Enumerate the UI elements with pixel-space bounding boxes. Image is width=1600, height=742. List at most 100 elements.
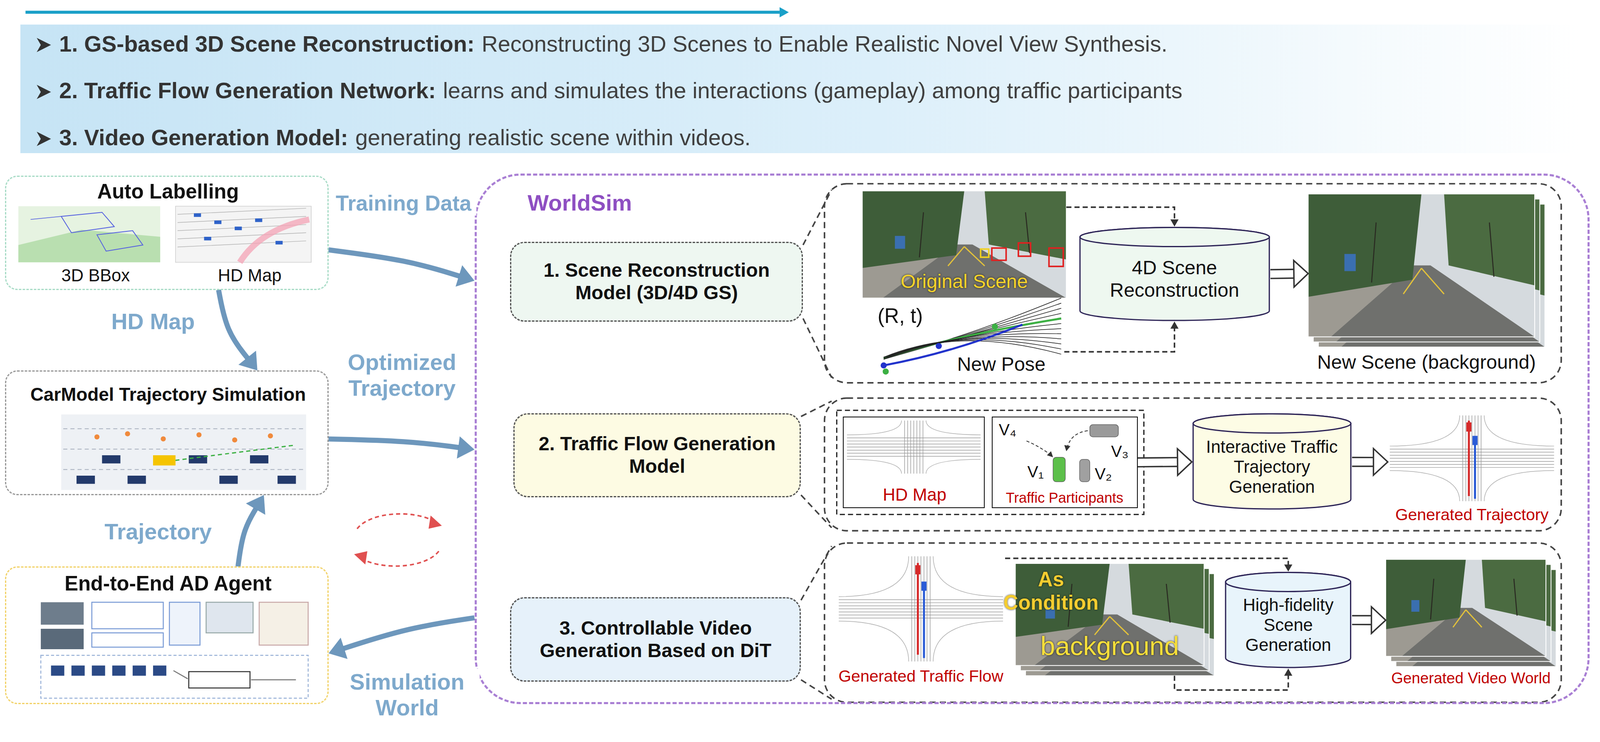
arrow-shaft — [237, 508, 256, 567]
arrow-shaft — [328, 249, 460, 276]
arrow-head — [1293, 260, 1309, 288]
map-curve — [926, 420, 981, 435]
camera-image — [40, 628, 84, 649]
banner-text: learns and simulates the interactions (g… — [443, 77, 1183, 104]
map-curve — [1389, 415, 1460, 446]
lane-car — [101, 455, 121, 464]
vehicle-box — [193, 213, 201, 218]
pose-plot: (R, t)New Pose — [875, 302, 1065, 380]
labelling-box: Auto Labelling3D BBoxHD Map — [4, 175, 329, 290]
cylinder-text: 4D Scene Reconstruction — [1086, 256, 1263, 302]
ground-patch — [18, 229, 161, 263]
frame-stack: Generated Video World — [1385, 559, 1557, 667]
agent-figure — [40, 601, 309, 699]
row-panel — [824, 183, 1562, 383]
map-lane — [1389, 467, 1555, 468]
bullet-arrow — [36, 131, 51, 146]
map-lane — [847, 455, 981, 457]
arrow-outline — [1352, 456, 1375, 468]
condition-label: As Condition — [998, 567, 1105, 615]
caption: 3D BBox — [16, 265, 175, 286]
text-slot: 3D BBox — [16, 265, 175, 286]
text-slot: V₂ — [1094, 464, 1122, 483]
cycle-symbol — [354, 513, 442, 566]
pose-dot — [882, 368, 890, 375]
summary-banner: 1. GS-based 3D Scene Reconstruction:Reco… — [20, 24, 1582, 154]
detect-box — [991, 247, 1006, 261]
feature-block — [51, 665, 65, 676]
planner-block — [188, 671, 251, 688]
label-slot: As Condition — [998, 567, 1105, 615]
module-block — [259, 601, 309, 645]
scene-photo: Original Scene — [862, 190, 1067, 299]
map-lane — [838, 614, 1004, 615]
arrow-head — [1284, 564, 1293, 572]
planned-path — [175, 444, 296, 461]
lane-mark — [948, 246, 965, 266]
caption: Original Scene — [862, 270, 1067, 293]
labelling-images — [18, 205, 312, 263]
lane-car — [76, 475, 95, 484]
text-slot: New Pose — [957, 353, 1065, 376]
box-title: CarModel Trajectory Simulation — [6, 383, 330, 406]
module-label: 1. Scene Reconstruction Model (3D/4D GS) — [510, 241, 803, 322]
cylinder-body — [1225, 572, 1351, 668]
photo-frame — [1385, 559, 1546, 657]
cycle-head — [354, 551, 368, 565]
feature-block — [112, 665, 126, 676]
module-frame — [40, 655, 309, 699]
map-figure — [1387, 413, 1557, 503]
label-slot: Trajectory — [91, 518, 225, 545]
module-block — [91, 632, 164, 647]
caption: HD Map — [843, 484, 986, 505]
map-ground — [1387, 413, 1557, 503]
map-curve — [1484, 470, 1555, 502]
agent-box: End-to-End AD Agent — [4, 566, 329, 704]
vehicle-box — [275, 240, 283, 245]
edge-label: Simulation World — [334, 668, 480, 721]
map-lane — [847, 452, 981, 454]
arrow-head — [238, 350, 258, 371]
flow-arrow — [328, 617, 475, 659]
trees — [1443, 193, 1535, 286]
route-band — [239, 219, 310, 263]
label-slot: HD Map — [101, 308, 204, 335]
edge-label: Optimized Trajectory — [332, 349, 472, 401]
map-lane — [1471, 415, 1472, 501]
map-curve — [933, 621, 1004, 662]
text-slot: New Scene (background) — [1300, 351, 1553, 374]
cycle-arc — [356, 513, 437, 529]
model-cylinder: High-fidelity Scene Generation — [1224, 571, 1353, 669]
map-lane — [177, 232, 307, 239]
lane-mark — [1403, 268, 1422, 295]
map-curve — [847, 459, 902, 474]
caption: background — [1025, 630, 1194, 662]
arrow-shaft — [1005, 558, 1289, 565]
map-lane — [1389, 463, 1555, 465]
camera-image — [40, 601, 84, 625]
zoom-bracket — [800, 401, 832, 417]
top-rule — [25, 10, 780, 14]
cylinder-body — [1193, 413, 1351, 510]
row-panels — [800, 183, 1561, 703]
zoom-bracket — [802, 189, 832, 245]
caption: HD Map — [174, 265, 325, 286]
trunk — [1430, 578, 1435, 620]
banner-text: Reconstructing 3D Scenes to Enable Reali… — [481, 30, 1168, 57]
trunk — [1489, 222, 1494, 277]
label-slot: Simulation World — [334, 668, 480, 721]
road-photo — [1307, 193, 1535, 337]
feature-block — [71, 665, 85, 676]
zoom-bracket — [800, 679, 832, 700]
banner-line: 2. Traffic Flow Generation Network:learn… — [59, 77, 1183, 104]
caption: V₁ — [1027, 462, 1055, 481]
text-slot: V₃ — [1111, 441, 1138, 461]
map-lane — [838, 617, 1004, 618]
dashed-arrow — [1066, 207, 1179, 227]
cylinder-top — [1193, 413, 1351, 434]
input-frame — [836, 410, 1144, 515]
text-slot: WorldSim — [527, 189, 753, 216]
top-rule-head — [779, 7, 789, 18]
text-slot: Generated Traffic Flow — [828, 666, 1014, 686]
